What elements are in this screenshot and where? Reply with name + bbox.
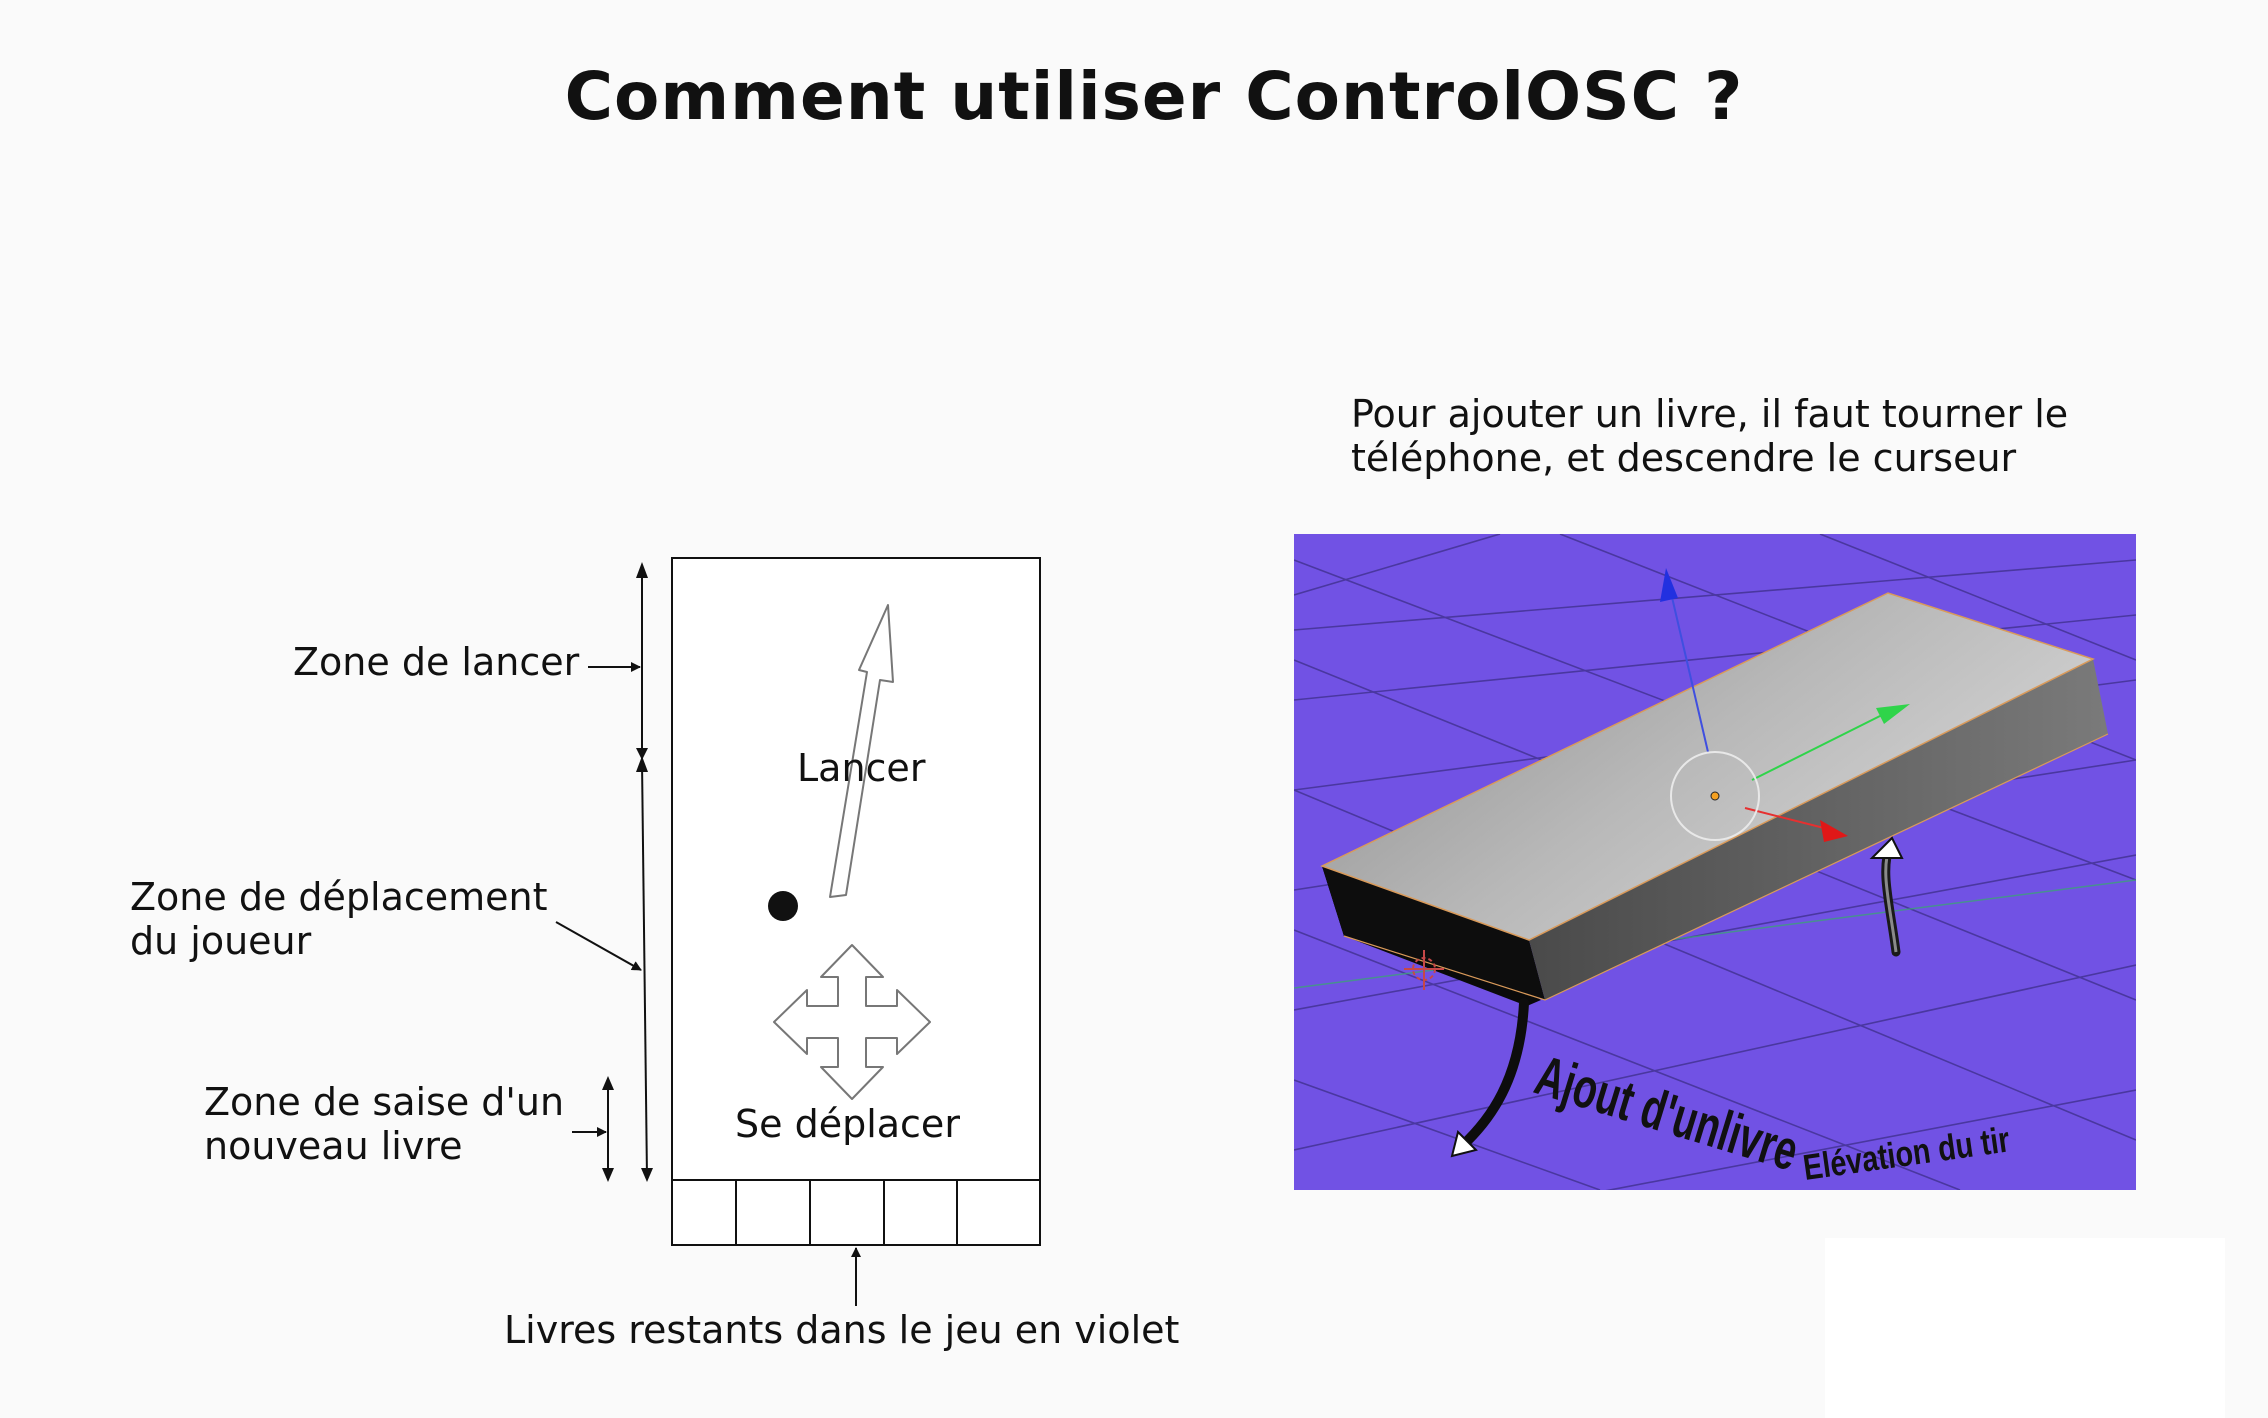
ajout-arrow (1457, 998, 1529, 1151)
player-dot (768, 891, 798, 921)
label-zone-lancer: Zone de lancer (293, 640, 580, 684)
phone-label-se-deplacer: Se déplacer (735, 1102, 960, 1146)
label-zone-deplacement-1: Zone de déplacement (130, 875, 548, 919)
move-arrows-icon (773, 944, 931, 1100)
instruction-line2: téléphone, et descendre le curseur (1351, 436, 2017, 480)
label-zone-saisie-2: nouveau livre (204, 1124, 463, 1168)
label-livres-restants: Livres restants dans le jeu en violet (504, 1308, 1180, 1352)
y-axis-tip (1876, 704, 1910, 724)
box-left-side (1322, 866, 1545, 1000)
zone-lancer-bracket (636, 562, 648, 760)
label-zone-saisie-1: Zone de saise d'un (204, 1080, 565, 1124)
book-slots (671, 1179, 1041, 1246)
blank-panel (1825, 1238, 2225, 1418)
zone-saisie-bracket (602, 1076, 614, 1182)
label-zone-deplacement-2: du joueur (130, 919, 312, 963)
pivot-dot (1710, 791, 1720, 801)
throw-arrow-icon (829, 604, 894, 898)
box-top (1320, 592, 2095, 941)
y-axis (1751, 711, 1889, 781)
elevation-arrow-tip (1869, 836, 1904, 859)
phone-label-lancer: Lancer (797, 746, 926, 790)
x-axis-tip (1820, 820, 1848, 842)
page-title: Comment utiliser ControlOSC ? (564, 58, 1744, 135)
pivot-circle (1670, 751, 1760, 841)
zone-deplacement-bracket (636, 756, 653, 1182)
z-axis-tip (1660, 568, 1678, 602)
cursor-3d-icon (1404, 950, 1444, 990)
instruction-line1: Pour ajouter un livre, il faut tourner l… (1351, 392, 2069, 436)
pointer-zone-deplacement (555, 921, 642, 971)
x-axis (1744, 807, 1833, 831)
ajout-arrow-tip (1450, 1130, 1478, 1158)
scene-3d: Elévation du tir Ajout d'unlivre (1294, 534, 2136, 1190)
box-long-side (1529, 659, 2108, 1000)
z-axis (1667, 579, 1709, 753)
